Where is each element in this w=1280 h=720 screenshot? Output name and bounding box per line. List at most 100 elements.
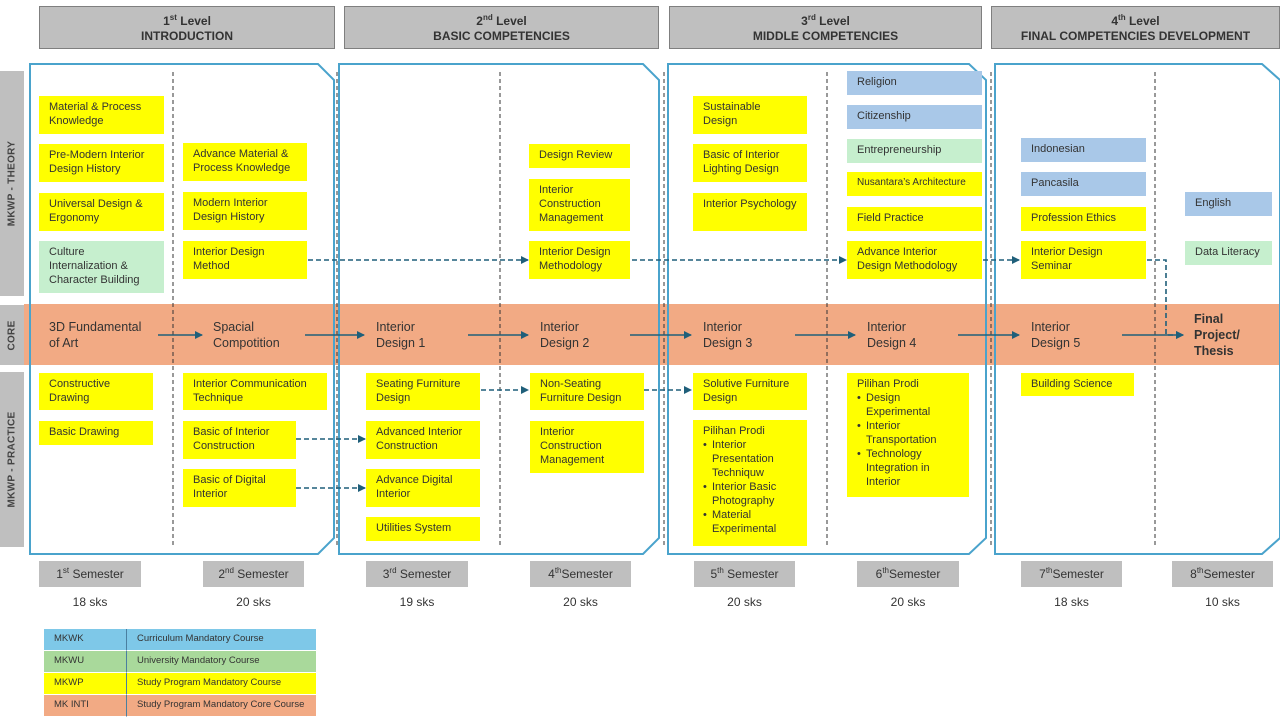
semester-credits-5: 20 sks <box>727 595 762 609</box>
course-interior-construction-management: Interior Construction Management <box>529 179 630 231</box>
course-interior-psychology: Interior Psychology <box>693 193 807 231</box>
elective-item: Technology Integration in Interior <box>857 447 959 489</box>
level-title: FINAL COMPETENCIES DEVELOPMENT <box>1020 29 1251 43</box>
level-frame-2 <box>338 63 660 555</box>
semester-label-1: 1st Semester <box>39 561 141 587</box>
core-course-sem3: Interior Design 1 <box>376 320 426 350</box>
semester-credits-2: 20 sks <box>236 595 271 609</box>
level-word: Level <box>180 14 211 28</box>
elective-list: Interior Presentation Techniquw Interior… <box>703 438 797 536</box>
semester-credits-8: 10 sks <box>1205 595 1240 609</box>
course-field-practice: Field Practice <box>847 207 982 231</box>
legend-code: MKWP <box>44 673 126 695</box>
semester-label-3: 3rd Semester <box>366 561 468 587</box>
semester-ordinal: st <box>62 566 70 575</box>
semester-number: 1 <box>56 567 63 581</box>
course-constructive-drawing: Constructive Drawing <box>39 373 153 410</box>
semester-word: Semester <box>72 567 124 581</box>
course-advance-interior-design-methodology: Advance Interior Design Methodology <box>847 241 982 279</box>
semester-ordinal: th <box>1196 566 1204 575</box>
legend-code: MKWK <box>44 629 126 651</box>
core-course-sem1: 3D Fundamental of Art <box>49 320 142 350</box>
semester-number: 2 <box>218 567 226 581</box>
legend-description: Study Program Mandatory Course <box>126 673 316 695</box>
core-course-sem4: Interior Design 2 <box>540 320 590 350</box>
semester-ordinal: th <box>882 566 889 575</box>
elective-group-title: Pilihan Prodi <box>703 425 765 437</box>
course-interior-design-methodology: Interior Design Methodology <box>529 241 630 279</box>
semester-label-7: 7thSemester <box>1021 561 1122 587</box>
course-nusantara-architecture: Nusantara’s Architecture <box>847 172 982 196</box>
level-ordinal: st <box>169 13 177 22</box>
core-course-sem7: Interior Design 5 <box>1031 320 1081 350</box>
course-basic-drawing: Basic Drawing <box>39 421 153 445</box>
course-advance-material-process-knowledge: Advance Material & Process Knowledge <box>183 143 307 181</box>
row-label-core: CORE <box>0 305 24 365</box>
level-title: MIDDLE COMPETENCIES <box>752 29 899 43</box>
course-english: English <box>1185 192 1272 216</box>
level-frame-1 <box>29 63 335 555</box>
course-non-seating-furniture-design: Non-Seating Furniture Design <box>530 373 644 410</box>
elective-group-sem6: Pilihan Prodi Design Experimental Interi… <box>847 373 969 497</box>
course-religion: Religion <box>847 71 982 95</box>
row-label-theory: MKWP - THEORY <box>0 71 24 296</box>
level-number: 2 <box>476 14 483 28</box>
course-universal-design-ergonomy: Universal Design & Ergonomy <box>39 193 164 231</box>
semester-number: 4 <box>548 567 555 581</box>
level-title: BASIC COMPETENCIES <box>433 29 570 43</box>
course-material-process-knowledge: Material & Process Knowledge <box>39 96 164 134</box>
semester-number: 3 <box>382 567 390 581</box>
semester-credits-1: 18 sks <box>72 595 108 609</box>
semester-label-5: 5th Semester <box>694 561 795 587</box>
semester-label-4: 4thSemester <box>530 561 631 587</box>
semester-word: Semester <box>1052 567 1104 581</box>
level-ordinal: nd <box>482 13 493 22</box>
semester-word: Semester <box>399 567 452 581</box>
elective-item: Material Experimental <box>703 508 797 536</box>
level-number: 4 <box>1111 14 1119 28</box>
course-modern-interior-design-history: Modern Interior Design History <box>183 192 307 230</box>
level-word: Level <box>496 14 527 28</box>
course-profession-ethics: Profession Ethics <box>1021 207 1146 231</box>
course-entrepreneurship: Entrepreneurship <box>847 139 982 163</box>
semester-credits-3: 19 sks <box>399 595 435 609</box>
course-basic-interior-construction: Basic of Interior Construction <box>183 421 296 459</box>
core-course-final-project: Final Project/ Thesis <box>1194 312 1240 358</box>
legend-row: MK INTI Study Program Mandatory Core Cou… <box>44 695 316 717</box>
legend-row: MKWK Curriculum Mandatory Course <box>44 629 316 651</box>
elective-list: Design Experimental Interior Transportat… <box>857 391 959 489</box>
course-basic-digital-interior: Basic of Digital Interior <box>183 469 296 507</box>
level-header-1: 1st Level INTRODUCTION <box>39 6 335 49</box>
course-advance-digital-interior: Advance Digital Interior <box>366 469 480 507</box>
semester-word: Semester <box>561 567 613 581</box>
core-course-sem6: Interior Design 4 <box>867 320 917 350</box>
semester-number: 7 <box>1039 567 1046 581</box>
course-interior-construction-management-practice: Interior Construction Management <box>530 421 644 473</box>
course-basic-interior-lighting-design: Basic of Interior Lighting Design <box>693 144 807 182</box>
level-header-3: 3rd Level MIDDLE COMPETENCIES <box>669 6 982 49</box>
legend: MKWK Curriculum Mandatory Course MKWU Un… <box>44 629 316 717</box>
legend-description: Curriculum Mandatory Course <box>126 629 316 651</box>
elective-item: Interior Presentation Techniquw <box>703 438 797 480</box>
elective-group-title: Pilihan Prodi <box>857 378 919 390</box>
course-utilities-system: Utilities System <box>366 517 480 541</box>
core-course-sem5: Interior Design 3 <box>703 320 753 350</box>
level-frame-3 <box>667 63 987 555</box>
semester-number: 6 <box>875 567 883 581</box>
course-sustainable-design: Sustainable Design <box>693 96 807 134</box>
course-design-review: Design Review <box>529 144 630 168</box>
level-frame-4 <box>994 63 1280 555</box>
semester-ordinal: th <box>1045 566 1053 575</box>
course-building-science: Building Science <box>1021 373 1134 396</box>
level-header-2: 2nd Level BASIC COMPETENCIES <box>344 6 659 49</box>
course-solutive-furniture-design: Solutive Furniture Design <box>693 373 807 410</box>
course-data-literacy: Data Literacy <box>1185 241 1272 265</box>
course-pre-modern-interior-design-history: Pre-Modern Interior Design History <box>39 144 164 182</box>
level-ordinal: th <box>1118 13 1126 22</box>
legend-row: MKWP Study Program Mandatory Course <box>44 673 316 695</box>
semester-ordinal: nd <box>225 566 234 575</box>
semester-number: 5 <box>710 567 718 581</box>
legend-description: Study Program Mandatory Core Course <box>126 695 316 717</box>
semester-ordinal: th <box>554 566 562 575</box>
